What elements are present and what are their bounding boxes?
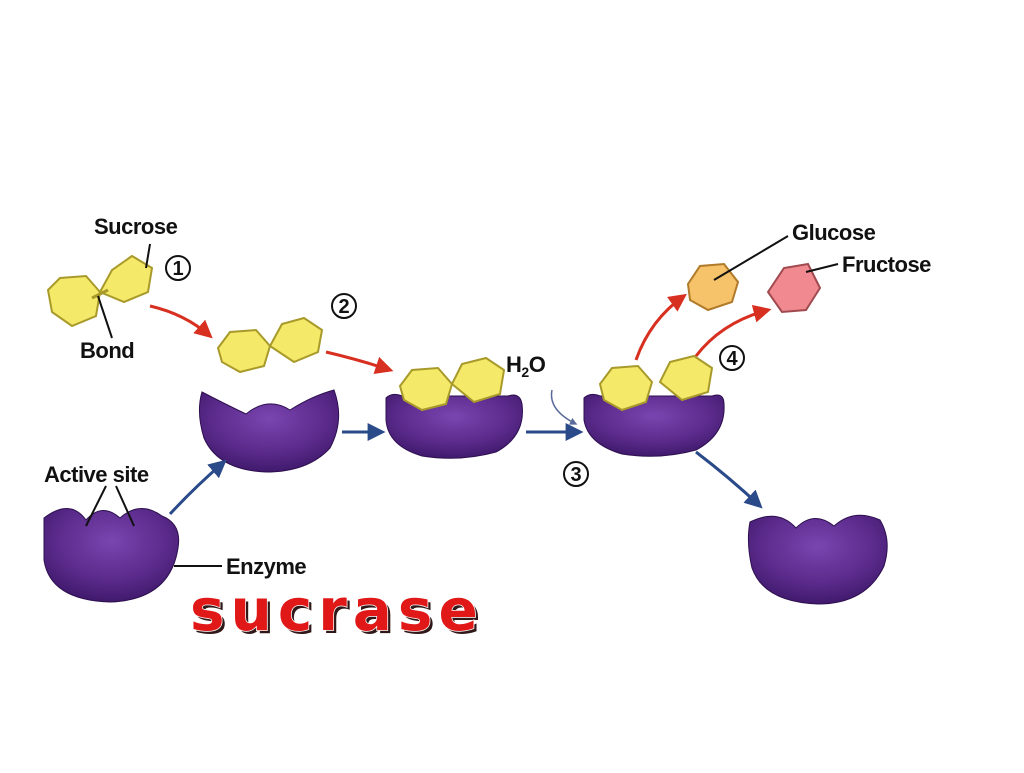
arrow-red-1 xyxy=(149,304,213,339)
leader-active-site-b xyxy=(115,485,135,527)
svg-text:1: 1 xyxy=(172,258,183,280)
leader-sucrose xyxy=(145,243,151,269)
label-enzyme: Enzyme xyxy=(226,554,306,579)
svg-text:2: 2 xyxy=(338,296,349,318)
arrow-red-2 xyxy=(325,350,394,374)
leader-active-site-a xyxy=(85,485,107,527)
glucose-molecule xyxy=(686,262,740,312)
label-bond: Bond xyxy=(80,338,134,363)
fructose-molecule xyxy=(766,262,822,314)
enzyme-step-1 xyxy=(198,389,340,473)
enzyme-free xyxy=(43,508,180,603)
leader-glucose xyxy=(713,235,789,281)
arrow-red-4 xyxy=(694,304,772,357)
arrow-blue-4 xyxy=(695,450,763,509)
enzyme-step-2 xyxy=(385,393,523,459)
label-fructose: Fructose xyxy=(842,252,931,277)
leader-fructose xyxy=(805,263,839,273)
step-4-badge: 4 xyxy=(719,345,745,371)
label-glucose: Glucose xyxy=(792,220,876,245)
step-1-badge: 1 xyxy=(165,255,191,281)
enzyme-step-3 xyxy=(583,393,725,457)
label-sucrose: Sucrose xyxy=(94,214,178,239)
svg-text:3: 3 xyxy=(570,464,581,486)
svg-text:4: 4 xyxy=(726,348,738,370)
label-active-site: Active site xyxy=(44,462,149,487)
sucrose-molecule xyxy=(46,254,154,328)
label-water: H2O xyxy=(506,352,546,380)
sucrase-title-shadow: sucrase xyxy=(193,579,487,647)
step-3-badge: 3 xyxy=(563,461,589,487)
sucrose-bound xyxy=(398,356,506,412)
sucrase-title: sucrase xyxy=(190,576,484,644)
arrow-water xyxy=(550,389,578,425)
split-sugars xyxy=(598,354,714,412)
leader-bond xyxy=(97,295,113,339)
enzyme-released xyxy=(747,514,888,605)
arrow-blue-1 xyxy=(168,459,227,516)
step-2-badge: 2 xyxy=(331,293,357,319)
sucrose-step-2 xyxy=(216,316,324,374)
arrow-red-3 xyxy=(634,293,687,361)
